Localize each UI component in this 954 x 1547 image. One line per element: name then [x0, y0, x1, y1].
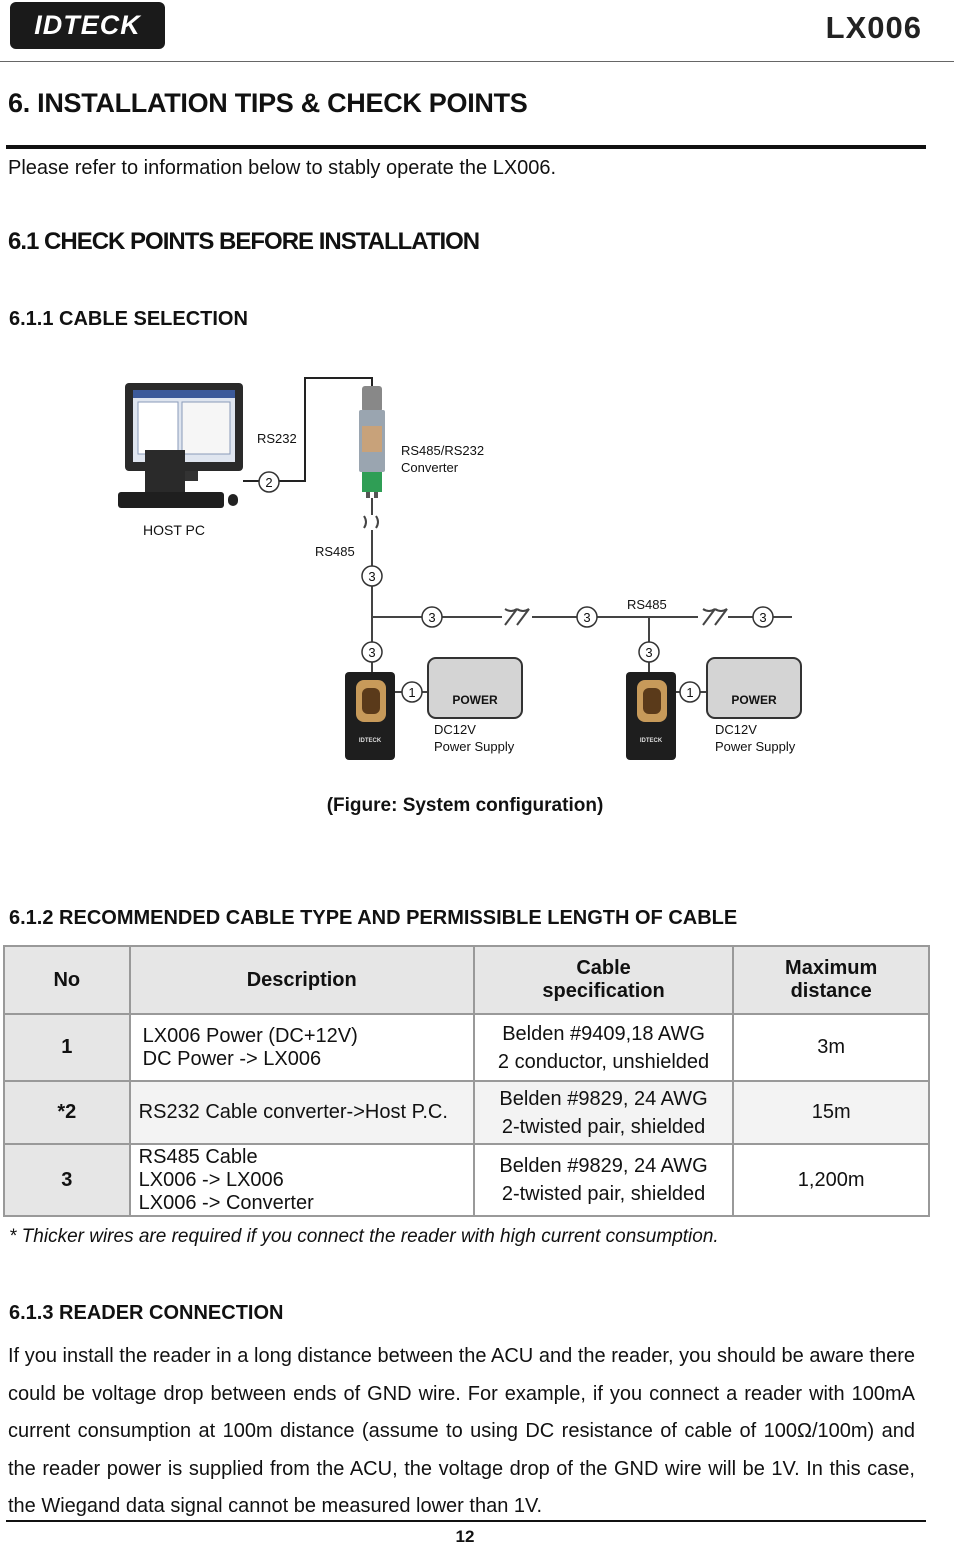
cable-marker-1a	[401, 681, 423, 703]
subsection-6-1-3-title: 6.1.3 READER CONNECTION	[9, 1302, 284, 1324]
row-no: 3	[3, 1143, 131, 1217]
section-title: 6. INSTALLATION TIPS & CHECK POINTS	[8, 88, 528, 118]
reader-right-brand: IDTECK	[640, 738, 663, 744]
cable-marker-3b	[421, 606, 443, 628]
row-description: LX006 Power (DC+12V)DC Power -> LX006	[128, 1013, 475, 1082]
cable-marker-1a-label: 1	[408, 685, 415, 700]
row-max-distance: 1,200m	[732, 1143, 930, 1217]
footer-divider	[6, 1520, 926, 1522]
row-no: 1	[3, 1013, 131, 1082]
converter-icon	[359, 386, 385, 498]
cable-marker-3c-label: 3	[583, 610, 590, 625]
figure-caption: (Figure: System configuration)	[326, 795, 604, 816]
row-no: *2	[3, 1080, 131, 1145]
section-intro: Please refer to information below to sta…	[8, 157, 557, 179]
cable-marker-3e	[361, 641, 383, 663]
power-supply-left	[427, 657, 523, 719]
reader-connection-body: If you install the reader in a long dist…	[8, 1345, 915, 1517]
table-row: 1 LX006 Power (DC+12V)DC Power -> LX006 …	[3, 1013, 930, 1082]
psu-right-label-1: DC12V	[715, 722, 757, 737]
power-left-label: POWER	[452, 693, 498, 707]
table-footnote: * Thicker wires are required if you conn…	[9, 1226, 719, 1247]
subsection-6-1-2-title: 6.1.2 RECOMMENDED CABLE TYPE AND PERMISS…	[9, 907, 738, 929]
subsection-6-1-title: 6.1 CHECK POINTS BEFORE INSTALLATION	[8, 228, 480, 255]
cable-marker-3d-label: 3	[759, 610, 766, 625]
cable-marker-3a	[361, 565, 383, 587]
model-title: LX006	[825, 10, 922, 45]
rs485-vertical-label: RS485	[315, 544, 355, 559]
section-rule	[6, 145, 926, 149]
cable-marker-3b-label: 3	[428, 610, 435, 625]
psu-left-label-2: Power Supply	[434, 739, 515, 754]
header-no: No	[3, 945, 131, 1015]
cable-marker-2-label: 2	[265, 475, 272, 490]
host-pc-label: HOST PC	[143, 522, 205, 538]
subsection-6-1-1-title: 6.1.1 CABLE SELECTION	[9, 308, 248, 330]
system-configuration-figure: HOST PC RS232 2 RS485/RS232 Converter RS…	[118, 377, 802, 760]
psu-left-label-1: DC12V	[434, 722, 476, 737]
cable-marker-3f-label: 3	[645, 645, 652, 660]
header-divider	[0, 61, 954, 62]
row-description: RS232 Cable converter->Host P.C.	[128, 1080, 475, 1145]
converter-label-1: RS485/RS232	[401, 443, 484, 458]
cable-marker-3e-label: 3	[368, 645, 375, 660]
power-supply-right	[706, 657, 802, 719]
header-description: Description	[128, 945, 475, 1015]
psu-right-label-2: Power Supply	[715, 739, 796, 754]
cable-marker-3d	[752, 606, 774, 628]
reader-left-icon	[345, 672, 395, 760]
cable-marker-3a-label: 3	[368, 569, 375, 584]
page-number: 12	[455, 1527, 475, 1546]
cable-marker-3f	[638, 641, 660, 663]
reader-right-icon	[626, 672, 676, 760]
power-right-label: POWER	[731, 693, 777, 707]
cable-marker-1b-label: 1	[686, 685, 693, 700]
cable-marker-3c	[576, 606, 598, 628]
reader-left-brand: IDTECK	[359, 738, 382, 744]
converter-label-2: Converter	[401, 460, 459, 475]
table-row: *2 RS232 Cable converter->Host P.C. Beld…	[3, 1080, 930, 1145]
cable-marker-2	[258, 471, 280, 493]
cable-marker-1b	[679, 681, 701, 703]
idteck-logo: IDTECK	[10, 2, 165, 49]
rs232-label: RS232	[257, 431, 297, 446]
rs485-bus-label: RS485	[627, 597, 667, 612]
row-max-distance: 15m	[732, 1080, 930, 1145]
host-pc-icon	[118, 383, 243, 508]
row-max-distance: 3m	[732, 1013, 930, 1082]
